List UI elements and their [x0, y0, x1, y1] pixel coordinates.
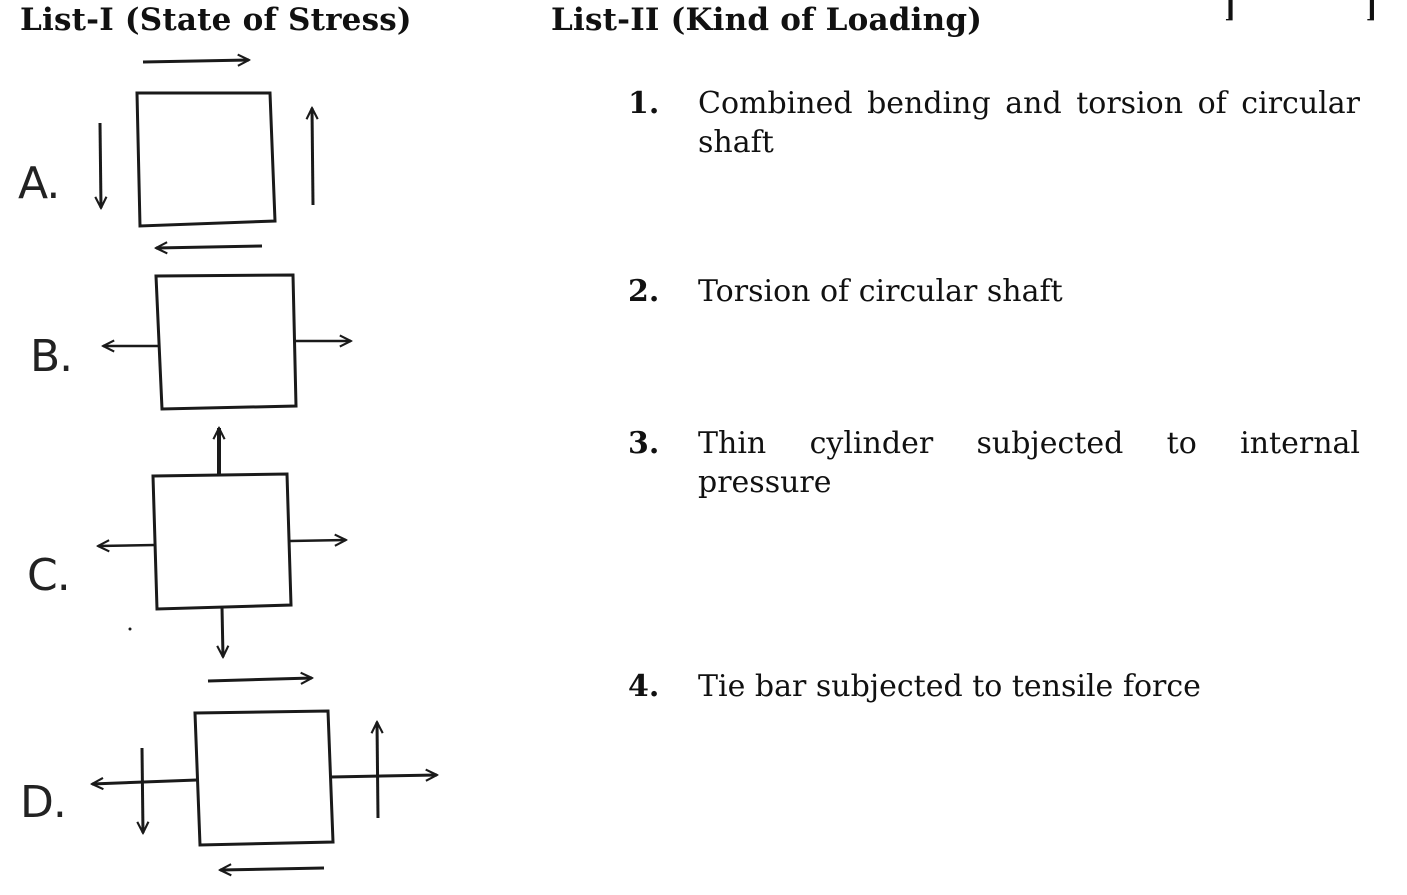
row-label-a: A.	[18, 158, 59, 209]
list-2-item-3: 3. Thin cylinder subjected to internal p…	[628, 424, 1360, 502]
list-2-item-2: 2. Torsion of circular shaft	[628, 272, 1360, 311]
arrow-up-icon	[312, 108, 313, 206]
arrow-up-icon	[377, 722, 378, 819]
list-2-heading: List-II (Kind of Loading)	[551, 2, 983, 38]
item-number: 3.	[628, 426, 660, 461]
element-square-d	[193, 709, 335, 847]
bracket-icon: ]]	[1224, 0, 1377, 23]
element-square-c	[151, 472, 293, 611]
element-square-a	[135, 91, 277, 228]
arrow-left-icon	[98, 545, 156, 546]
arrow-left-icon	[220, 868, 325, 870]
row-label-d: D.	[20, 777, 66, 828]
element-square-b	[154, 273, 298, 411]
stress-element-c: C.	[27, 428, 346, 657]
arrow-right-icon	[330, 775, 437, 777]
arrow-down-icon	[222, 606, 223, 657]
stress-element-b: B.	[30, 273, 351, 411]
speck	[128, 627, 132, 631]
arrow-down-icon	[100, 122, 101, 208]
arrow-left-icon	[156, 246, 263, 248]
item-text: Thin cylinder subjected to internal pres…	[698, 426, 1360, 500]
arrow-right-icon	[289, 540, 346, 541]
stress-element-d: D.	[20, 678, 437, 870]
stress-element-a: A.	[18, 60, 313, 248]
arrow-left-icon	[92, 780, 198, 784]
item-number: 4.	[628, 669, 660, 704]
item-number: 2.	[628, 274, 660, 309]
list-2-item-4: 4. Tie bar subjected to tensile force	[628, 667, 1360, 706]
stress-state-diagrams: A. B. C. D.	[18, 0, 520, 895]
row-label-b: B.	[30, 331, 72, 382]
item-text: Torsion of circular shaft	[698, 274, 1063, 309]
item-number: 1.	[628, 86, 660, 121]
item-text: Combined bending and torsion of circular…	[698, 86, 1360, 160]
arrow-down-icon	[142, 747, 143, 833]
list-1-heading: List-I (State of Stress)	[20, 2, 412, 38]
list-2-item-1: 1. Combined bending and torsion of circu…	[628, 84, 1360, 162]
arrow-right-icon	[142, 60, 249, 62]
arrow-right-icon	[207, 678, 312, 681]
item-text: Tie bar subjected to tensile force	[698, 669, 1201, 704]
row-label-c: C.	[27, 550, 70, 601]
